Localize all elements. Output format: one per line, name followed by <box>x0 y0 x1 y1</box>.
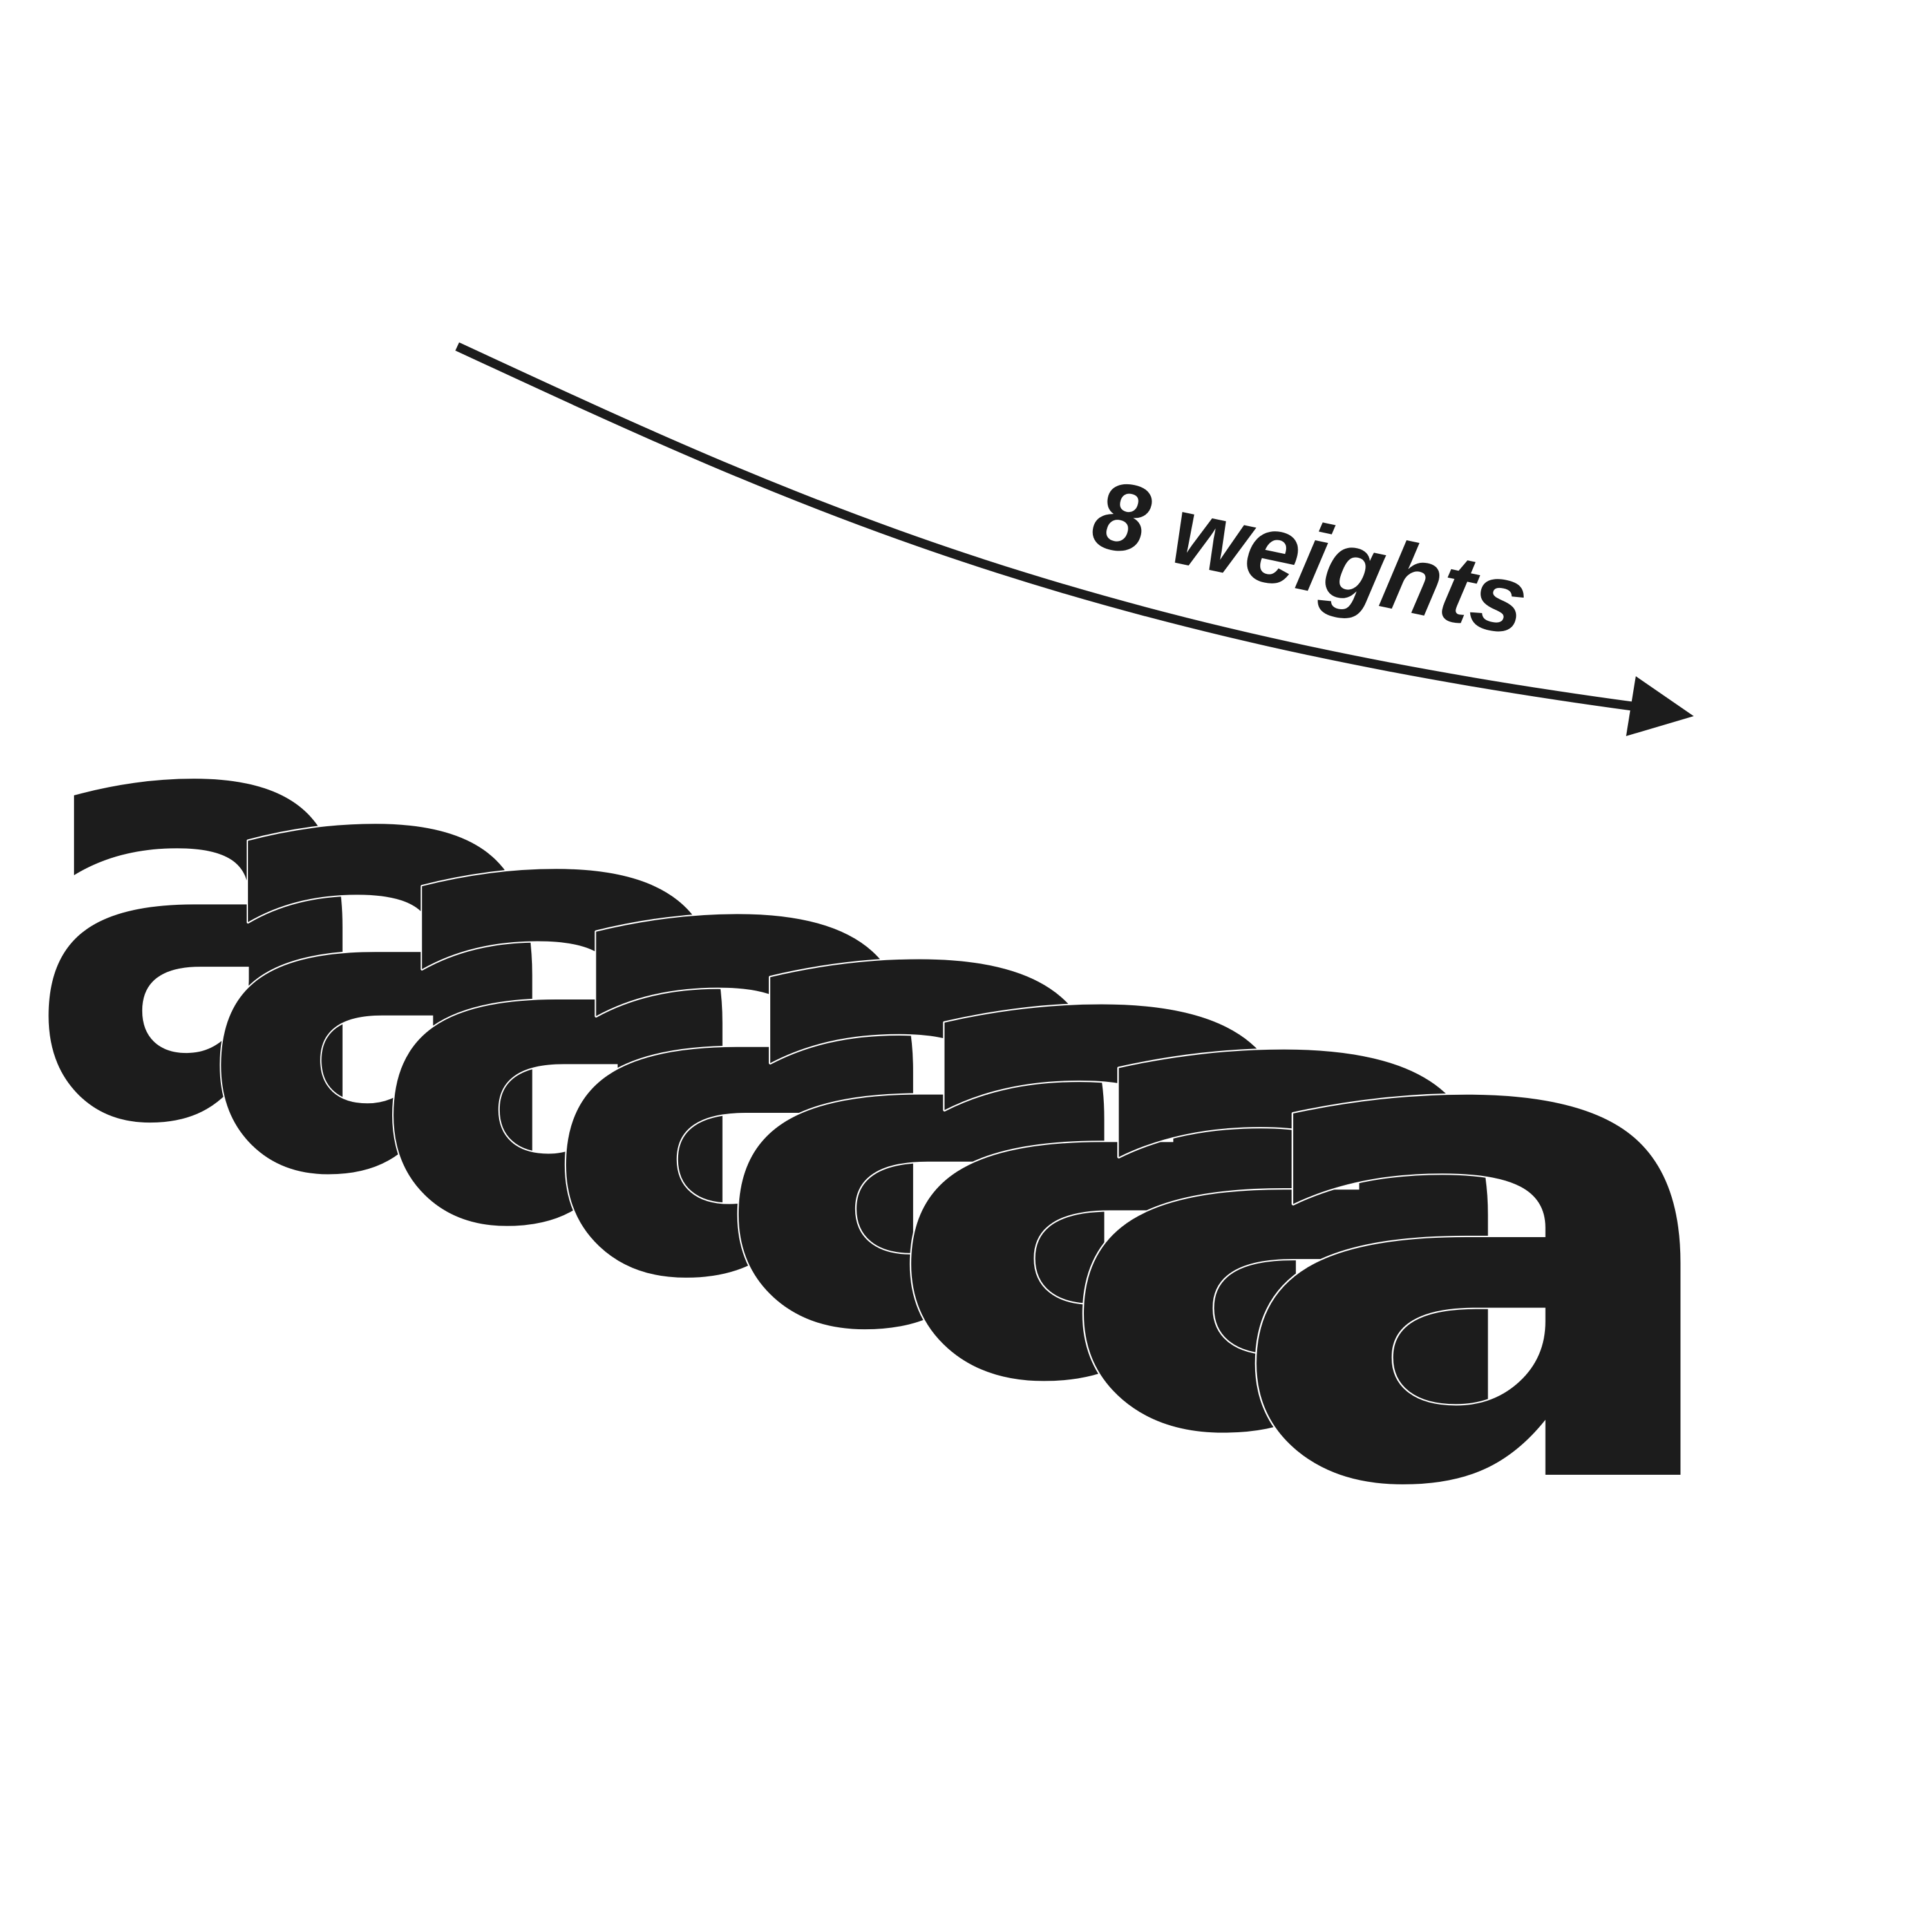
glyph-a-weight-100: a <box>26 559 384 1256</box>
arrow-shaft <box>455 342 1649 713</box>
arrow-right-icon <box>455 342 1694 736</box>
glyph-a-weight-200: a <box>197 599 576 1309</box>
glyph-a-weight-300: a <box>368 640 769 1364</box>
glyph-a-weight-600: a <box>882 763 1351 1527</box>
glyph-a-weight-700: a <box>1052 804 1545 1581</box>
arrow-head <box>1626 676 1694 736</box>
glyph-a-weight-400: a <box>539 681 962 1418</box>
glyph-a-weight-800: a <box>1224 846 1741 1635</box>
glyph-a-weight-500: a <box>710 723 1157 1473</box>
